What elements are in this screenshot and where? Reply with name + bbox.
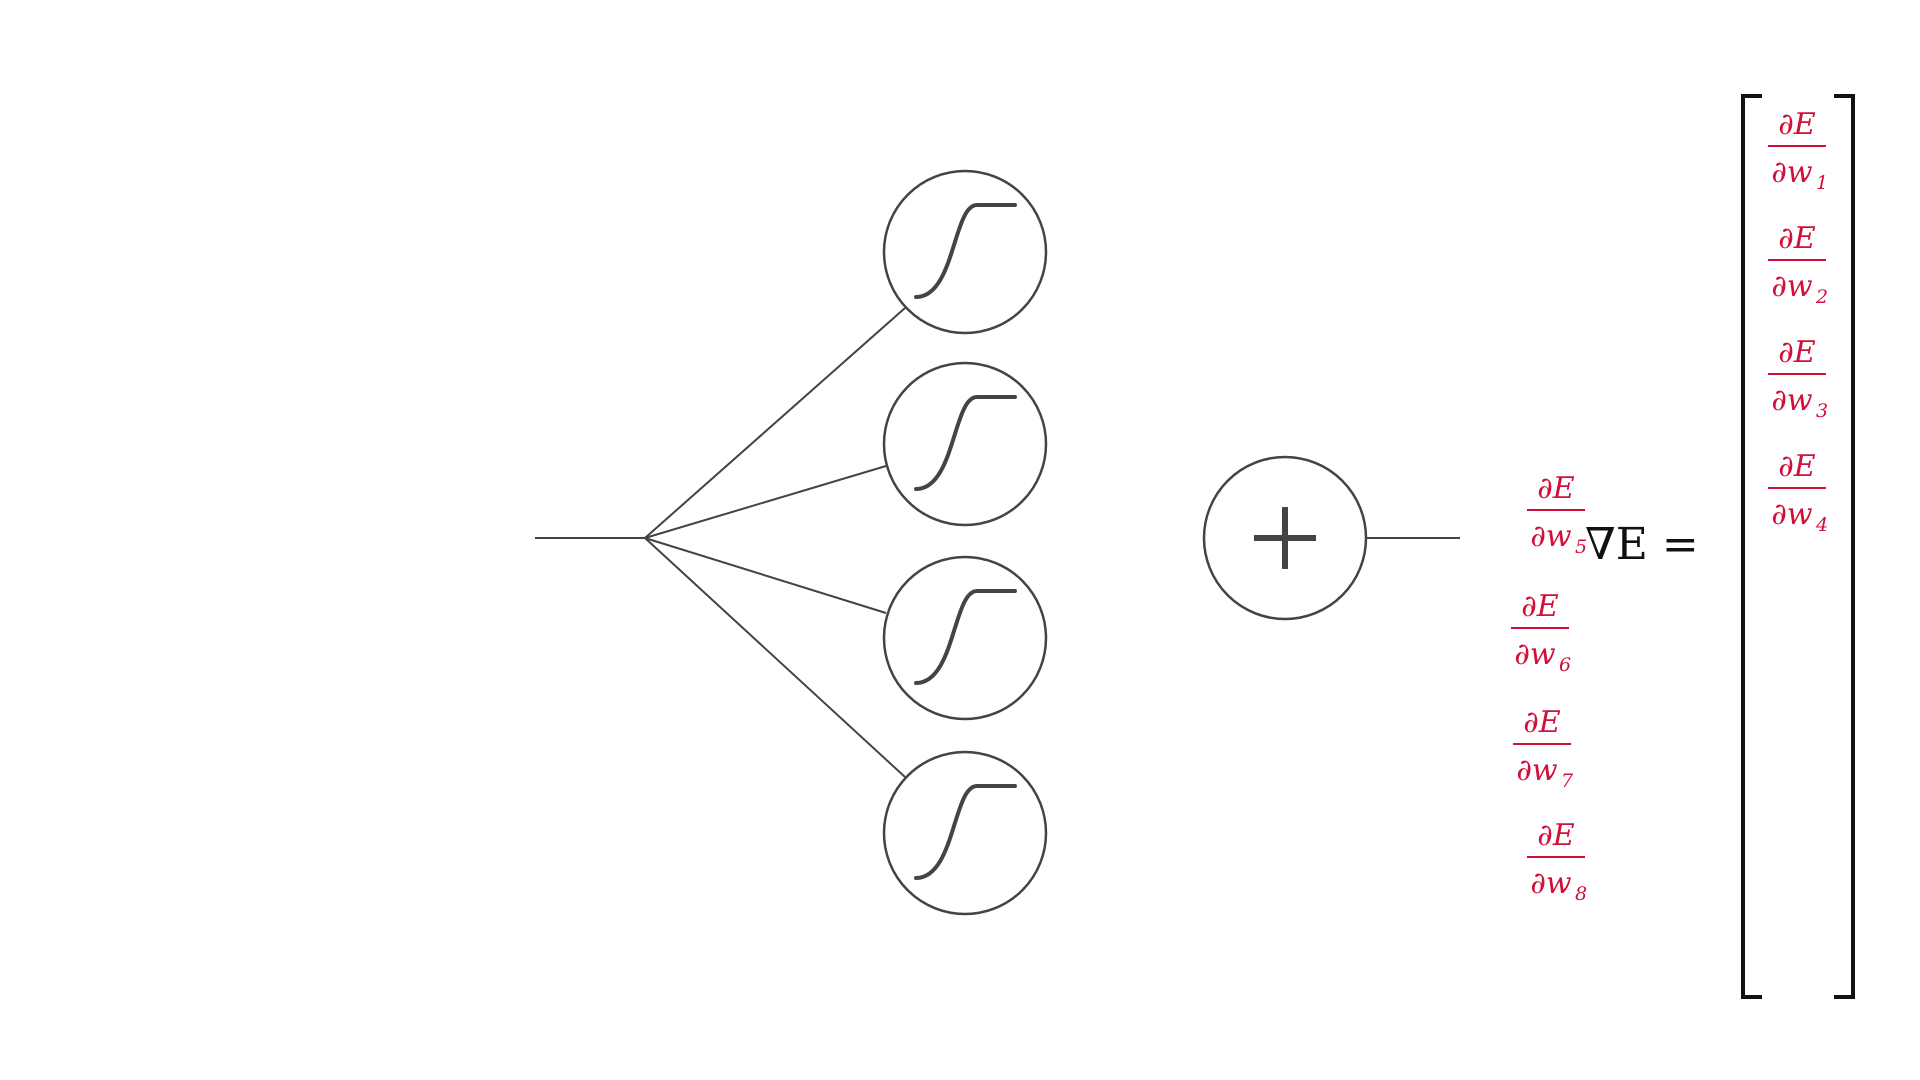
connection-4 <box>644 537 906 778</box>
derivative-denominator: ∂w <box>1530 866 1572 901</box>
hidden-node-circle <box>882 169 1048 335</box>
connection-2 <box>644 465 887 539</box>
hidden-node-circle <box>882 555 1048 721</box>
hidden-node-1 <box>882 169 1048 335</box>
hidden-node-4 <box>882 750 1048 916</box>
hidden-layer <box>882 169 1048 916</box>
derivative-numerator: ∂E <box>1778 449 1816 484</box>
neural-network <box>535 169 1460 916</box>
derivative-denominator: ∂w <box>1516 753 1558 788</box>
sigmoid-icon <box>914 589 1017 685</box>
derivative-subscript: 4 <box>1815 514 1828 536</box>
derivative-denominator: ∂w <box>1771 155 1813 190</box>
derivative-numerator: ∂E <box>1521 589 1559 624</box>
connection-1 <box>644 307 906 539</box>
derivative-numerator: ∂E <box>1523 705 1561 740</box>
gradient-lhs: ∇E = <box>1585 519 1699 570</box>
derivative-subscript: 6 <box>1559 654 1571 676</box>
hidden-node-circle <box>882 750 1048 916</box>
sum-node <box>1202 455 1368 621</box>
sigmoid-icon <box>914 395 1017 491</box>
hidden-node-2 <box>882 361 1048 527</box>
derivative-subscript: 1 <box>1816 172 1828 194</box>
derivative-subscript: 8 <box>1575 883 1587 905</box>
derivative-denominator: ∂w <box>1514 637 1556 672</box>
derivative-subscript: 7 <box>1561 770 1574 792</box>
hidden-node-circle <box>882 361 1048 527</box>
derivative-subscript: 2 <box>1815 286 1828 308</box>
sigmoid-icon <box>914 203 1017 299</box>
connection-3 <box>644 537 887 614</box>
derivative-denominator: ∂w <box>1771 497 1813 532</box>
left-bracket <box>1741 94 1762 999</box>
right-bracket <box>1834 94 1855 999</box>
derivative-numerator: ∂E <box>1778 221 1816 256</box>
derivative-numerator: ∂E <box>1537 818 1575 853</box>
hidden-node-3 <box>882 555 1048 721</box>
derivative-subscript: 3 <box>1816 400 1828 422</box>
derivative-denominator: ∂w <box>1771 269 1813 304</box>
sigmoid-icon <box>914 784 1017 880</box>
derivative-denominator: ∂w <box>1530 519 1572 554</box>
derivative-numerator: ∂E <box>1537 471 1575 506</box>
derivative-subscript: 5 <box>1575 536 1587 558</box>
derivative-numerator: ∂E <box>1778 335 1816 370</box>
plus-icon <box>1254 507 1316 569</box>
derivative-denominator: ∂w <box>1771 383 1813 418</box>
derivative-numerator: ∂E <box>1778 107 1816 142</box>
